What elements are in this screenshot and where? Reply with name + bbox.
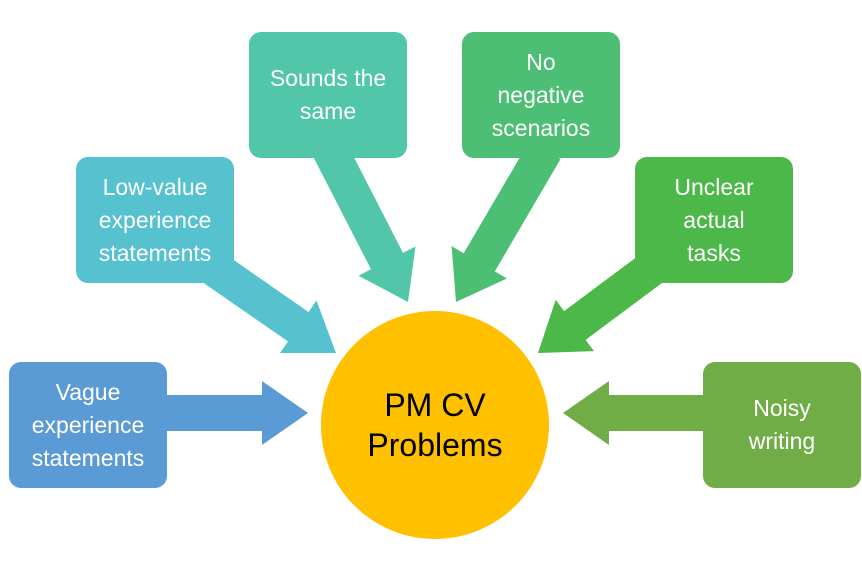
arrow-sounds-same [314, 141, 416, 302]
problem-box-noisy-writing: Noisy writing [703, 362, 861, 488]
problem-box-vague: Vague experience statements [9, 362, 167, 488]
arrow-noisy-writing [563, 381, 710, 445]
arrow-no-negative [451, 140, 561, 302]
problem-box-no-negative: No negative scenarios [462, 32, 620, 158]
problem-box-low-value: Low-value experience statements [76, 157, 234, 283]
center-circle-pm-cv-problems: PM CV Problems [321, 311, 549, 539]
problem-box-unclear-tasks: Unclear actual tasks [635, 157, 793, 283]
problem-box-sounds-same: Sounds the same [249, 32, 407, 158]
arrow-vague [160, 381, 308, 445]
